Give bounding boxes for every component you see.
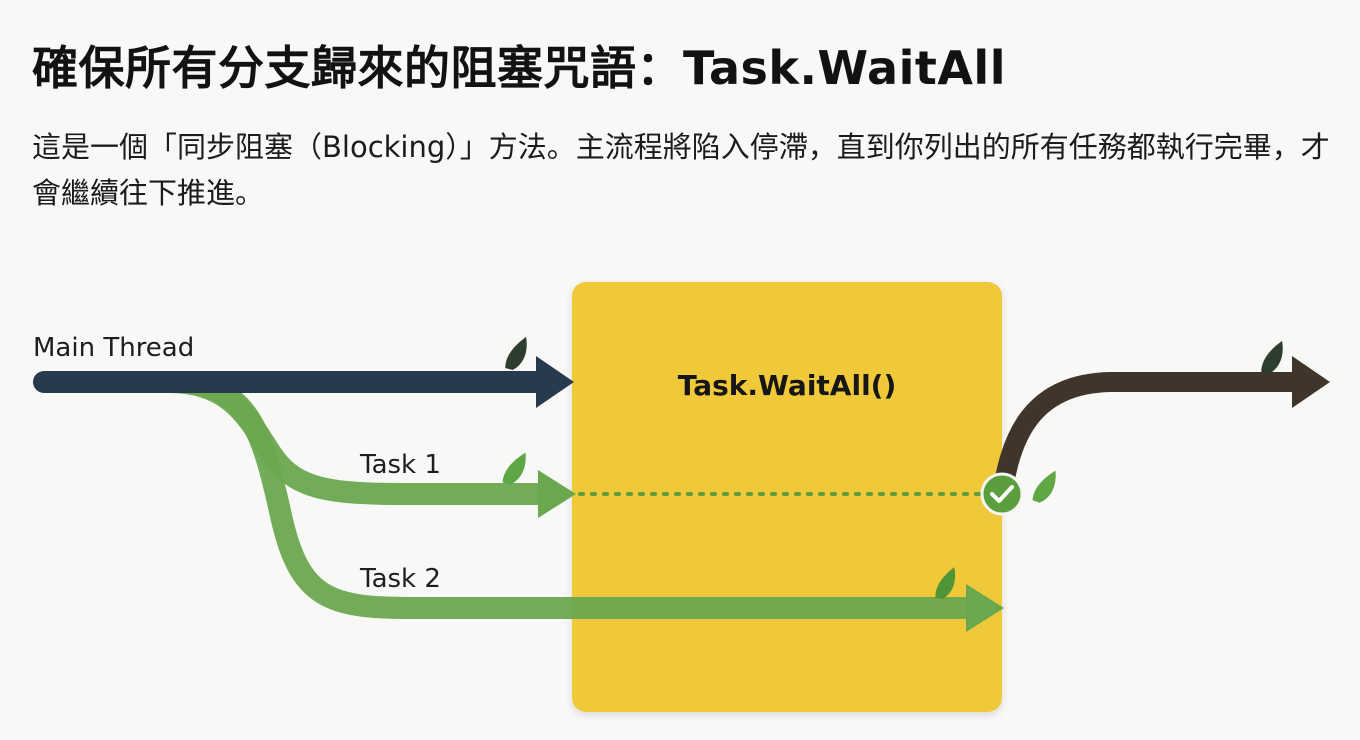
continuation-line	[992, 372, 1306, 504]
task1-label: Task 1	[359, 450, 441, 480]
task2-label: Task 2	[359, 564, 441, 594]
main-thread-label: Main Thread	[33, 333, 194, 363]
leaf-icon	[498, 336, 535, 372]
main-thread-arrow-head-icon	[536, 356, 574, 408]
leaf-icon	[496, 452, 533, 487]
page-description: 這是一個「同步阻塞（Blocking）」方法。主流程將陷入停滯，直到你列出的所有…	[32, 130, 1330, 210]
continuation-arrow-head-icon	[1292, 356, 1330, 408]
leaf-icon	[1254, 340, 1291, 376]
page-title: 確保所有分支歸來的阻塞咒語：Task.WaitAll	[32, 41, 1006, 95]
blocking-box-label: Task.WaitAll()	[678, 369, 897, 402]
check-circle-icon	[980, 472, 1024, 516]
task2-arrow-head-icon	[966, 584, 1004, 632]
leaf-icon	[1026, 470, 1063, 505]
blocking-box	[572, 282, 1002, 712]
task1-arrow-head-icon	[538, 470, 576, 518]
task1-line	[159, 371, 553, 505]
